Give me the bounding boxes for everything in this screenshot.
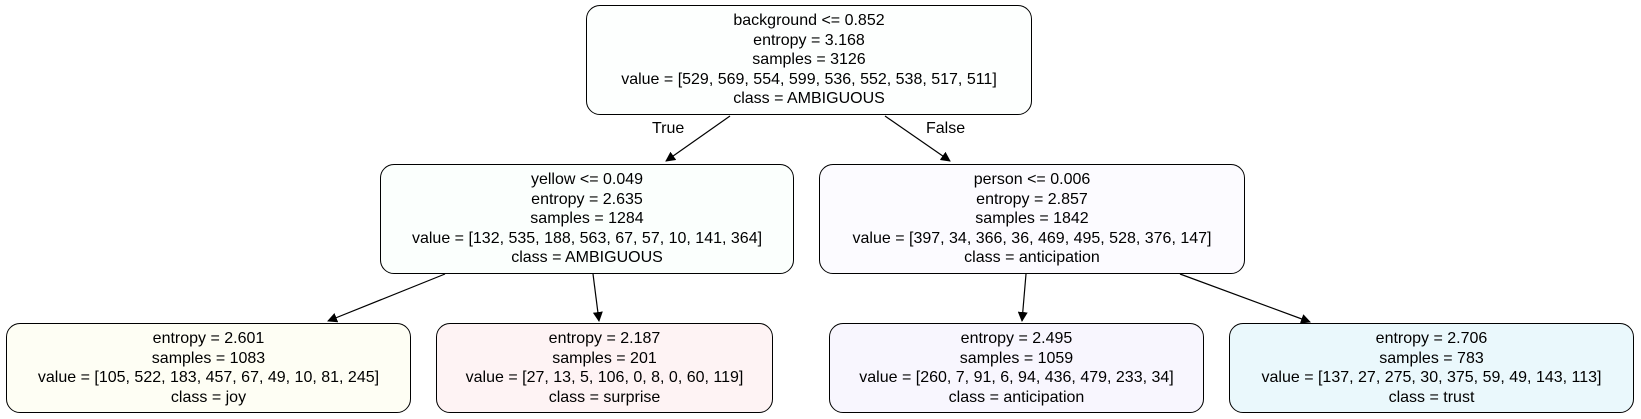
tree-node-left: yellow <= 0.049 entropy = 2.635 samples … [380,164,794,274]
node-split: yellow <= 0.049 [530,171,644,189]
edge-root-left [665,115,731,162]
node-samples: samples = 1842 [975,210,1089,228]
edge-right-rr [1179,273,1311,324]
node-entropy: entropy = 2.187 [548,330,661,347]
node-samples: samples = 1083 [151,349,266,367]
tree-node-root: background <= 0.852 entropy = 3.168 samp… [586,5,1032,115]
node-entropy: entropy = 2.495 [960,330,1073,347]
node-class: class = AMBIGUOUS [511,249,663,267]
node-class: class = trust [1388,388,1475,406]
edge-label-false: False [926,120,966,137]
tree-node-right: person <= 0.006 entropy = 2.857 samples … [819,164,1245,274]
node-split: background <= 0.852 [733,12,885,30]
node-value: value = [132, 535, 188, 563, 67, 57, 10,… [411,229,763,247]
node-entropy: entropy = 2.857 [976,190,1088,208]
node-entropy: entropy = 3.168 [753,31,865,49]
tree-leaf-surprise: entropy = 2.187 samples = 201 value = [2… [436,323,773,413]
node-samples: samples = 3126 [752,51,866,69]
node-value: value = [397, 34, 366, 36, 469, 495, 528… [852,229,1212,247]
tree-leaf-anticipation: entropy = 2.495 samples = 1059 value = [… [829,323,1204,413]
edge-root-right [884,115,951,162]
node-class: class = anticipation [948,388,1085,406]
node-value: value = [260, 7, 91, 6, 94, 436, 479, 23… [859,369,1174,386]
node-class: class = AMBIGUOUS [733,90,885,108]
node-entropy: entropy = 2.635 [531,190,643,208]
node-value: value = [27, 13, 5, 106, 0, 8, 0, 60, 11… [465,369,744,386]
node-entropy: entropy = 2.601 [152,330,265,347]
node-samples: samples = 783 [1379,349,1484,367]
node-value: value = [529, 569, 554, 599, 536, 552, 5… [621,70,997,88]
node-entropy: entropy = 2.706 [1375,330,1488,347]
node-samples: samples = 1284 [530,210,644,228]
node-value: value = [105, 522, 183, 457, 67, 49, 10,… [37,369,380,386]
node-samples: samples = 1059 [959,349,1074,367]
node-samples: samples = 201 [552,349,657,367]
tree-leaf-trust: entropy = 2.706 samples = 783 value = [1… [1229,323,1634,413]
node-class: class = surprise [548,388,661,406]
edge-label-true: True [652,120,685,137]
node-value: value = [137, 27, 275, 30, 375, 59, 49, … [1261,369,1602,386]
node-split: person <= 0.006 [973,171,1091,189]
node-class: class = anticipation [964,249,1100,267]
edge-right-rl [1017,273,1028,322]
edge-left-ll [327,273,446,323]
edge-left-lr [592,273,603,322]
node-class: class = joy [170,388,247,406]
tree-leaf-joy: entropy = 2.601 samples = 1083 value = [… [6,323,411,413]
